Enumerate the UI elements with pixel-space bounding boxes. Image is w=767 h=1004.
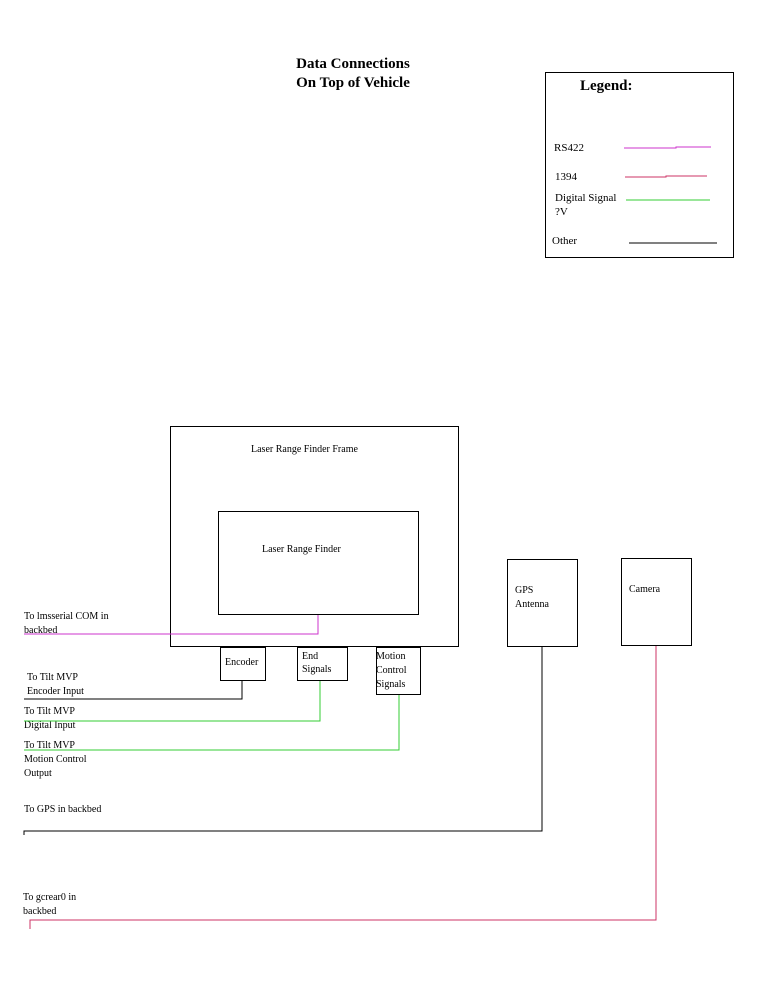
motion-label-3: Signals <box>376 679 406 690</box>
legend-line-1394 <box>625 175 707 178</box>
wire-end-signals <box>24 681 321 722</box>
tilt-motion-label-1: To Tilt MVP <box>24 740 75 751</box>
tilt-motion-label-2: Motion Control <box>24 754 87 765</box>
legend-line-rs422 <box>624 146 711 149</box>
gps-label-1: GPS <box>515 585 534 596</box>
wire-camera <box>29 646 657 929</box>
laser-range-finder: Laser Range Finder <box>218 511 419 615</box>
frame-label: Laser Range Finder Frame <box>251 444 358 455</box>
end-signals-label-2: Signals <box>302 664 332 675</box>
camera-box: Camera <box>621 558 692 646</box>
camera-label: Camera <box>629 584 661 595</box>
motion-control-signals-box: Motion Control Signals <box>376 647 421 695</box>
legend-label-1394: 1394 <box>555 171 577 183</box>
motion-label-2: Control <box>376 665 407 676</box>
gps-backbed-label: To GPS in backbed <box>24 804 102 815</box>
finder-label: Laser Range Finder <box>262 544 341 555</box>
wire-motion-control <box>24 695 400 751</box>
legend-label-rs422: RS422 <box>554 142 584 154</box>
legend-sublabel-digital: ?V <box>555 206 568 218</box>
wire-lmsserial <box>24 615 319 635</box>
tilt-digital-label-2: Digital Input <box>24 720 76 731</box>
gcrear-label-1: To gcrear0 in <box>23 892 77 903</box>
tilt-encoder-label-2: Encoder Input <box>27 686 84 697</box>
encoder-label: Encoder <box>225 657 259 668</box>
legend-label-other: Other <box>552 235 578 247</box>
diagram-title-line2: On Top of Vehicle <box>296 75 410 91</box>
tilt-motion-label-3: Output <box>24 768 52 779</box>
diagram-title-line1: Data Connections <box>296 56 410 72</box>
end-signals-box: End Signals <box>297 647 348 681</box>
tilt-digital-label-1: To Tilt MVP <box>24 706 75 717</box>
legend-heading: Legend: <box>580 78 633 94</box>
gps-label-2: Antenna <box>515 599 549 610</box>
lmsserial-label-1: To lmsserial COM in <box>24 611 109 622</box>
legend-box: Legend: RS422 1394 Digital Signal ?V Oth… <box>545 72 734 258</box>
end-signals-label-1: End <box>302 651 319 662</box>
wire-encoder <box>24 681 243 700</box>
encoder-box: Encoder <box>220 647 266 681</box>
gps-antenna-box: GPS Antenna <box>507 559 578 647</box>
wire-gps <box>23 647 543 835</box>
tilt-encoder-label-1: To Tilt MVP <box>27 672 78 683</box>
gcrear-label-2: backbed <box>23 906 57 917</box>
legend-label-digital: Digital Signal <box>555 192 617 204</box>
diagram-title: Data Connections On Top of Vehicle <box>263 55 443 93</box>
lmsserial-label-2: backbed <box>24 625 58 636</box>
motion-label-1: Motion <box>376 651 406 662</box>
